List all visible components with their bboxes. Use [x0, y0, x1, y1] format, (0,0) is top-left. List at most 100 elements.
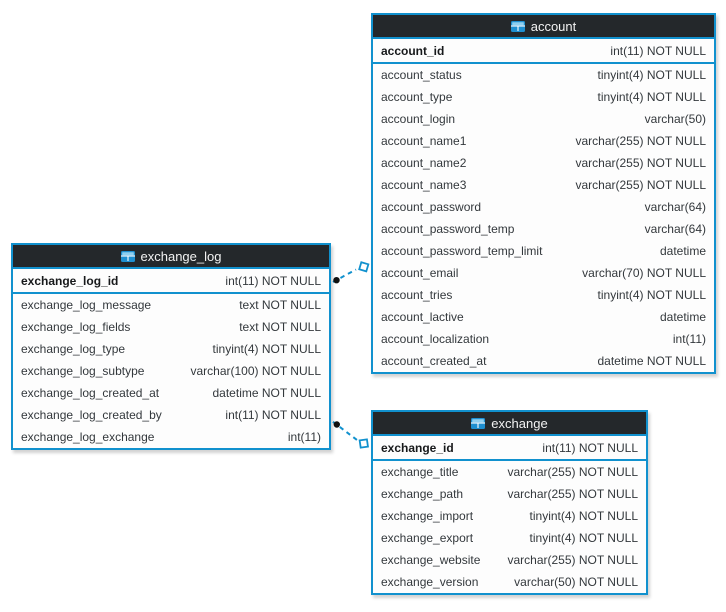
column-type: tinyint(4) NOT NULL	[597, 90, 706, 104]
column-row[interactable]: account_type tinyint(4) NOT NULL	[373, 86, 714, 108]
column-type: datetime	[659, 310, 706, 324]
relationship-line[interactable]	[332, 421, 358, 441]
column-type: int(11) NOT NULL	[225, 273, 321, 288]
table-title: account	[530, 18, 577, 34]
column-row[interactable]: account_tries tinyint(4) NOT NULL	[373, 284, 714, 306]
column-row[interactable]: exchange_log_type tinyint(4) NOT NULL	[13, 338, 329, 360]
column-name: account_name1	[381, 134, 467, 148]
column-type: varchar(50)	[644, 112, 706, 126]
table-title: exchange_log	[140, 248, 222, 264]
column-name: account_id	[381, 43, 445, 58]
column-name: exchange_log_created_at	[21, 386, 160, 400]
column-name: account_type	[381, 90, 453, 104]
relationship-diamond-marker	[358, 438, 369, 449]
relationship-exchange-log-exchange[interactable]	[332, 421, 371, 450]
column-type: datetime NOT NULL	[597, 354, 707, 368]
column-row[interactable]: exchange_log_fields text NOT NULL	[13, 316, 329, 338]
column-type: tinyint(4) NOT NULL	[529, 531, 638, 545]
column-row[interactable]: exchange_log_message text NOT NULL	[13, 294, 329, 316]
column-name: account_name3	[381, 178, 467, 192]
column-row[interactable]: exchange_log_exchange int(11)	[13, 426, 329, 448]
table-account[interactable]: account account_id int(11) NOT NULL acco…	[371, 13, 716, 374]
column-type: varchar(255) NOT NULL	[507, 553, 639, 567]
column-row[interactable]: exchange_log_created_at datetime NOT NULL	[13, 382, 329, 404]
column-name: account_tries	[381, 288, 453, 302]
column-type: tinyint(4) NOT NULL	[597, 68, 706, 82]
column-name: exchange_log_type	[21, 342, 126, 356]
table-icon	[510, 20, 525, 32]
table-header[interactable]: exchange_log	[13, 245, 329, 269]
column-name: exchange_log_message	[21, 298, 152, 312]
table-icon	[120, 250, 135, 262]
table-icon	[471, 417, 486, 429]
table-exchange_log[interactable]: exchange_log exchange_log_id int(11) NOT…	[11, 243, 331, 450]
column-row[interactable]: account_login varchar(50)	[373, 108, 714, 130]
column-row[interactable]: account_password_temp_limit datetime	[373, 240, 714, 262]
column-name: account_created_at	[381, 354, 487, 368]
table-header[interactable]: exchange	[373, 412, 646, 436]
column-name: account_localization	[381, 332, 490, 346]
column-row[interactable]: account_name1 varchar(255) NOT NULL	[373, 130, 714, 152]
column-type: text NOT NULL	[239, 298, 321, 312]
column-type: tinyint(4) NOT NULL	[597, 288, 706, 302]
column-type: tinyint(4) NOT NULL	[212, 342, 321, 356]
column-name: exchange_log_subtype	[21, 364, 145, 378]
column-type: varchar(255) NOT NULL	[507, 465, 639, 479]
table-header[interactable]: account	[373, 15, 714, 39]
column-name: account_password_temp	[381, 222, 515, 236]
column-type: int(11)	[287, 430, 321, 444]
column-name: account_lactive	[381, 310, 464, 324]
relationship-diamond-marker	[358, 261, 370, 273]
column-name: account_login	[381, 112, 456, 126]
column-row[interactable]: account_status tinyint(4) NOT NULL	[373, 64, 714, 86]
column-type: datetime	[659, 244, 706, 258]
column-type: int(11) NOT NULL	[610, 43, 706, 58]
column-row[interactable]: account_password_temp varchar(64)	[373, 218, 714, 240]
column-name: exchange_id	[381, 440, 454, 455]
relationship-line[interactable]	[332, 268, 357, 283]
column-row[interactable]: exchange_export tinyint(4) NOT NULL	[373, 527, 646, 549]
column-type: varchar(70) NOT NULL	[582, 266, 706, 280]
column-name: exchange_log_fields	[21, 320, 131, 334]
column-type: int(11) NOT NULL	[225, 408, 321, 422]
column-name: account_email	[381, 266, 459, 280]
column-name: exchange_title	[381, 465, 459, 479]
column-row[interactable]: account_created_at datetime NOT NULL	[373, 350, 714, 372]
column-name: exchange_export	[381, 531, 474, 545]
column-name: account_name2	[381, 156, 467, 170]
column-type: varchar(64)	[644, 200, 706, 214]
column-row-pk[interactable]: exchange_log_id int(11) NOT NULL	[13, 269, 329, 294]
column-type: varchar(100) NOT NULL	[190, 364, 322, 378]
column-name: account_status	[381, 68, 462, 82]
column-row[interactable]: account_lactive datetime	[373, 306, 714, 328]
column-row[interactable]: account_email varchar(70) NOT NULL	[373, 262, 714, 284]
column-type: varchar(64)	[644, 222, 706, 236]
column-name: account_password_temp_limit	[381, 244, 543, 258]
column-name: exchange_log_exchange	[21, 430, 155, 444]
column-type: text NOT NULL	[239, 320, 321, 334]
column-name: exchange_website	[381, 553, 481, 567]
column-row-pk[interactable]: exchange_id int(11) NOT NULL	[373, 436, 646, 461]
column-row-pk[interactable]: account_id int(11) NOT NULL	[373, 39, 714, 64]
column-name: exchange_version	[381, 575, 479, 589]
column-row[interactable]: exchange_log_subtype varchar(100) NOT NUL…	[13, 360, 329, 382]
column-type: datetime NOT NULL	[212, 386, 322, 400]
table-exchange[interactable]: exchange exchange_id int(11) NOT NULL ex…	[371, 410, 648, 595]
relationship-exchange-log-account[interactable]	[332, 260, 371, 284]
column-row[interactable]: exchange_title varchar(255) NOT NULL	[373, 461, 646, 483]
column-row[interactable]: exchange_log_created_by int(11) NOT NULL	[13, 404, 329, 426]
column-type: varchar(255) NOT NULL	[575, 134, 707, 148]
column-row[interactable]: exchange_website varchar(255) NOT NULL	[373, 549, 646, 571]
column-type: tinyint(4) NOT NULL	[529, 509, 638, 523]
column-name: exchange_log_created_by	[21, 408, 162, 422]
